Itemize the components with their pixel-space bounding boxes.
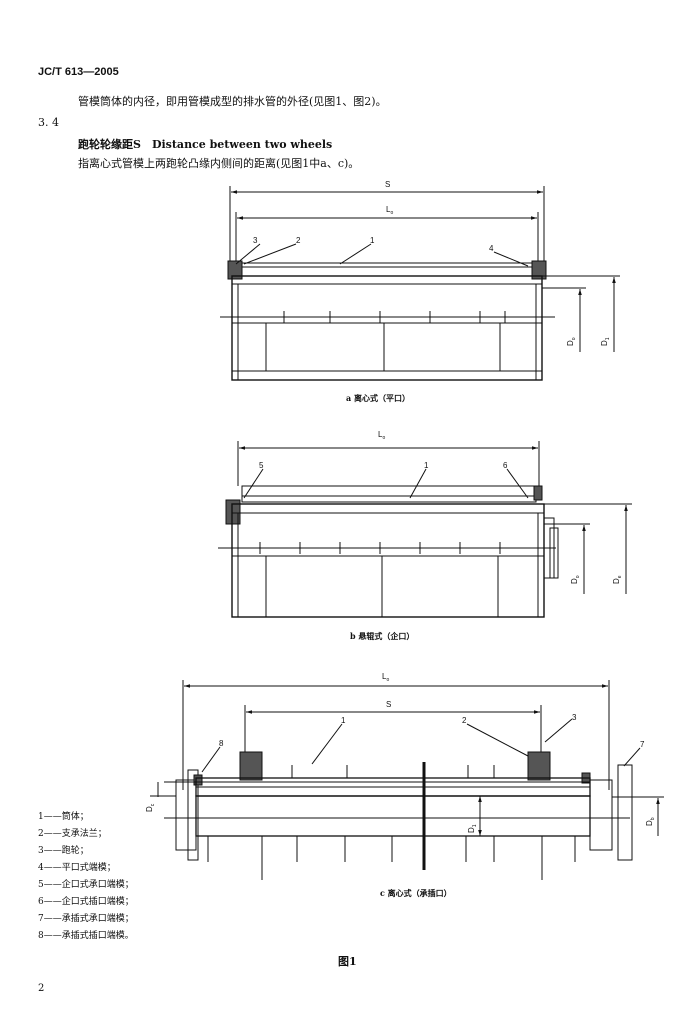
standard-code: JC/T 613—2005: [38, 66, 119, 78]
paragraph-continuation: 管模筒体的内径，即用管模成型的排水管的外径(见图1、图2)。: [78, 95, 387, 108]
legend-item: 4——平口式端模；: [38, 863, 116, 873]
dim-s-a: S: [385, 180, 390, 189]
dim-right-d-c: Db: [645, 817, 656, 826]
part-number-a-4: 4: [489, 244, 494, 253]
caption-a: a 离心式（平口）: [346, 393, 410, 403]
legend-item: 1——筒体；: [38, 812, 89, 822]
caption-c: c 离心式（承插口）: [380, 888, 452, 898]
part-number-b-5: 5: [259, 461, 264, 470]
part-number-c-8: 8: [219, 739, 224, 748]
dim-inner-d-b: Do: [570, 575, 581, 584]
caption-b: b 悬辊式（企口）: [350, 631, 415, 641]
dim-s-c: S: [386, 700, 391, 709]
dim-left-d-c: Dc: [145, 803, 156, 812]
subfigure-a-labels: S Lo 3 2 1 4 Do D1: [253, 180, 611, 346]
dim-outer-d-b: De: [612, 575, 623, 584]
dim-outer-d-a: D1: [600, 337, 611, 346]
subfigure-b-labels: Lo 5 1 6 Do De: [259, 430, 623, 584]
subfigure-b: [218, 441, 632, 618]
term-definition: 指离心式管模上两跑轮凸缘内侧间的距离(见图1中a、c)。: [78, 157, 360, 170]
term-title: 跑轮轮缘距S Distance between two wheels: [78, 138, 333, 151]
dim-length-b: Lo: [378, 430, 385, 441]
part-number-a-1: 1: [370, 236, 375, 245]
part-number-b-1: 1: [424, 461, 429, 470]
figure-title: 图1: [338, 955, 357, 968]
page-number: 2: [38, 983, 45, 994]
part-number-a-2: 2: [296, 236, 301, 245]
dim-length-c: Lo: [382, 672, 389, 683]
legend-item: 3——跑轮；: [38, 846, 89, 856]
subfigure-a: [220, 186, 620, 381]
dim-inner-d-c: D1: [467, 824, 478, 833]
part-number-b-6: 6: [503, 461, 508, 470]
legend-item: 7——承插式承口端模；: [38, 914, 134, 924]
part-number-c-2: 2: [462, 716, 467, 725]
subfigure-c: [150, 680, 664, 880]
part-number-c-3: 3: [572, 713, 577, 722]
legend-item: 2——支承法兰；: [38, 829, 107, 839]
section-number: 3. 4: [38, 116, 59, 129]
subfigure-c-labels: Lo S 1 2 3 8 7 Dc D1 Db: [145, 672, 656, 833]
legend-item: 6——企口式插口端模；: [38, 897, 134, 907]
part-number-a-3: 3: [253, 236, 258, 245]
legend-item: 5——企口式承口端模；: [38, 880, 134, 890]
dim-length-a: Lo: [386, 205, 393, 216]
part-number-c-1: 1: [341, 716, 346, 725]
legend-item: 8——承插式插口端模。: [38, 931, 134, 941]
dim-inner-d-a: Do: [566, 337, 577, 346]
part-number-c-7: 7: [640, 740, 645, 749]
